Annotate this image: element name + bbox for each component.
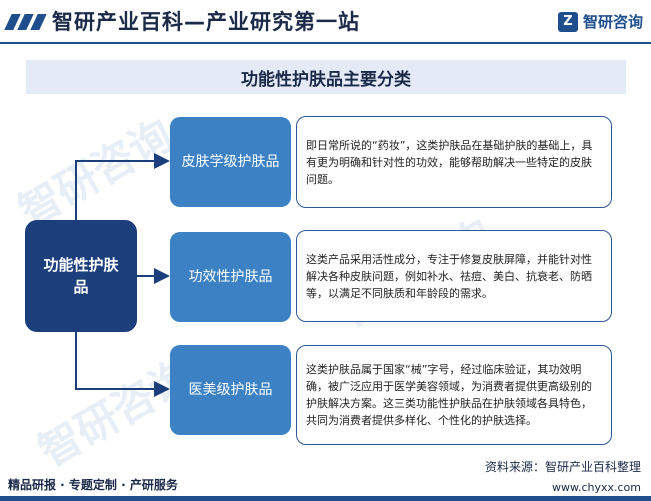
branch-node-dermatological: 皮肤学级护肤品	[170, 117, 291, 207]
footer-bar	[0, 496, 651, 501]
footer-tagline: 精品研报 · 专题定制 · 产研服务	[8, 478, 178, 492]
header-divider	[0, 42, 651, 44]
description-text: 这类产品采用活性成分，专注于修复皮肤屏障，并能针对性解决各种皮肤问题，例如补水、…	[306, 252, 592, 300]
branch-description-efficacy: 这类产品采用活性成分，专注于修复皮肤屏障，并能针对性解决各种皮肤问题，例如补水、…	[296, 230, 612, 322]
description-text: 这类护肤品属于国家“械”字号，经过临床验证，其功效明确，被广泛应用于医学美容领域…	[306, 363, 592, 427]
connector-top	[75, 153, 170, 220]
branch-node-efficacy: 功效性护肤品	[170, 232, 291, 322]
branch-description-dermatological: 即日常所说的“药妆”，这类护肤品在基础护肤的基础上，具有更为明确和针对性的功效，…	[296, 116, 612, 208]
zhiyan-logo-icon: Z	[557, 11, 578, 32]
logo-text: 智研咨询	[582, 13, 643, 31]
root-node: 功能性护肤品	[25, 220, 137, 332]
site-header: 智研产业百科—产业研究第一站 Z 智研咨询	[0, 0, 651, 44]
branch-node-medical-aesthetic: 医美级护肤品	[170, 345, 291, 435]
branch-description-medical-aesthetic: 这类护肤品属于国家“械”字号，经过临床验证，其功效明确，被广泛应用于医学美容领域…	[296, 345, 612, 445]
site-title: 智研产业百科—产业研究第一站	[52, 10, 360, 34]
description-text: 即日常所说的“药妆”，这类护肤品在基础护肤的基础上，具有更为明确和针对性的功效，…	[306, 138, 593, 186]
source-note: 资料来源：智研产业百科整理	[484, 460, 641, 474]
diagram-title: 功能性护肤品主要分类	[26, 60, 626, 94]
footer-url[interactable]: www.chyxx.com	[551, 481, 641, 494]
brand-logo[interactable]: Z 智研咨询	[557, 11, 643, 32]
connector-bottom	[75, 332, 170, 397]
